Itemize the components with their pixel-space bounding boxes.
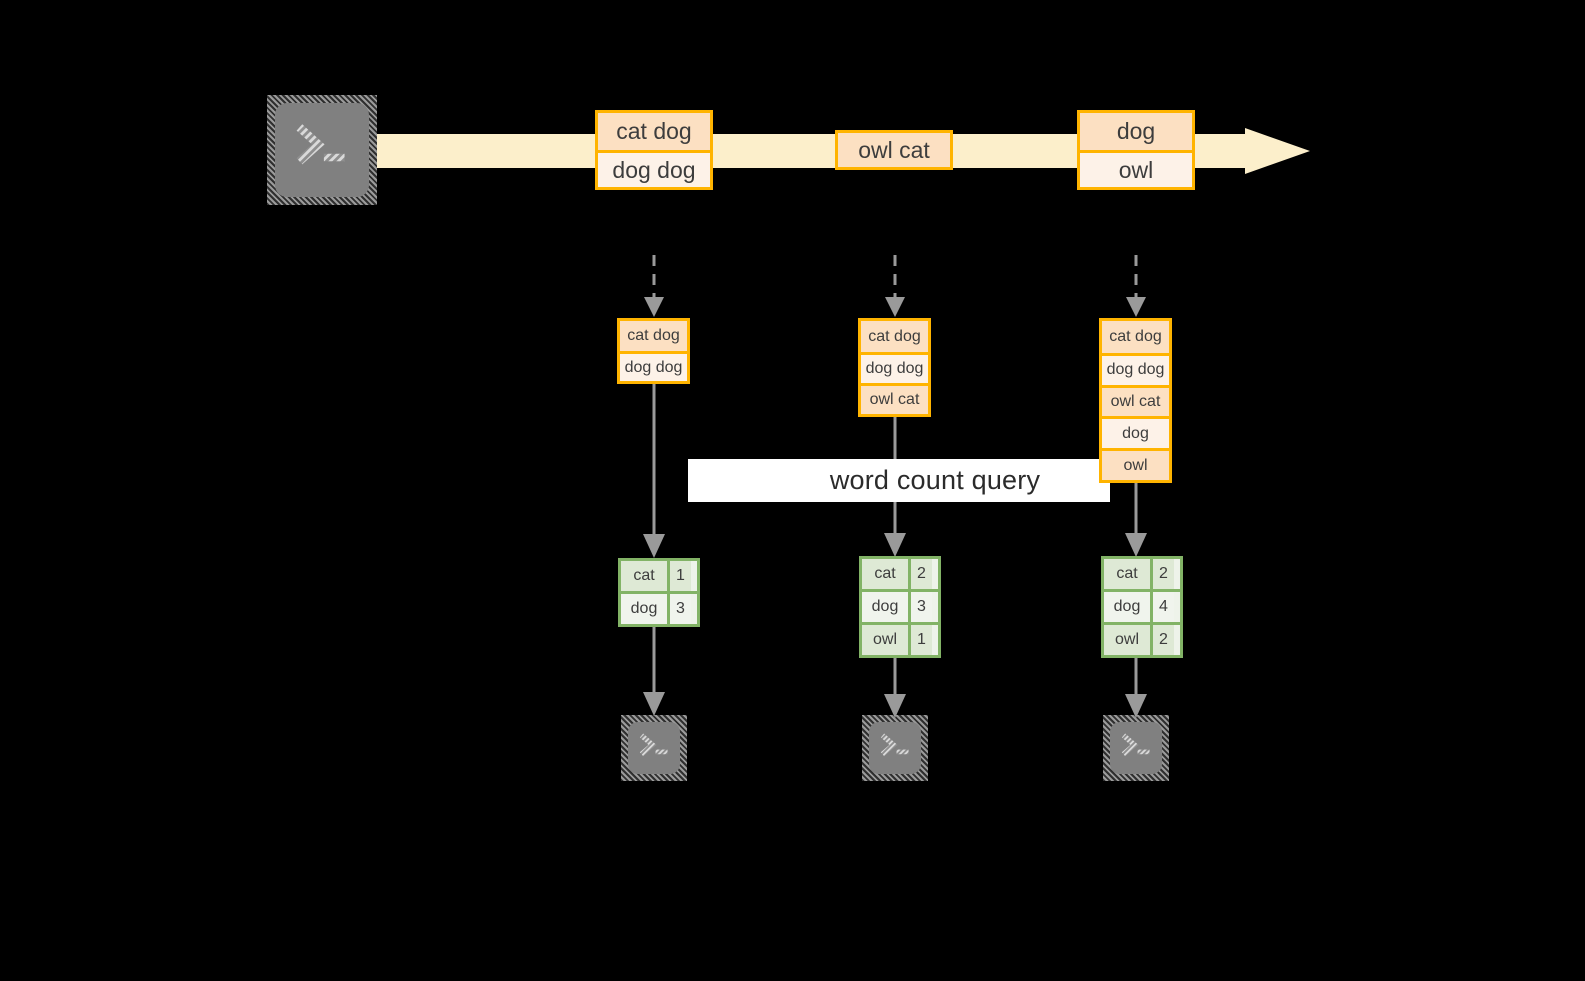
sink-terminal-icon-1[interactable] bbox=[621, 715, 687, 781]
word-cell: owl bbox=[862, 625, 908, 655]
prompt-glyph-icon bbox=[1110, 722, 1162, 774]
count-cell: 1 bbox=[667, 561, 691, 591]
count-cell: 2 bbox=[1150, 559, 1174, 589]
table-row: owl 1 bbox=[862, 622, 938, 655]
table-row: dog 3 bbox=[621, 591, 697, 624]
record-line: owl cat bbox=[1102, 384, 1169, 417]
query-label: word count query bbox=[829, 465, 1041, 495]
word-cell: dog bbox=[1104, 592, 1150, 622]
word-cell: cat bbox=[621, 561, 667, 591]
snapshot-trigger-arrow-1 bbox=[640, 255, 668, 321]
sink-arrow-3 bbox=[1122, 652, 1150, 720]
sink-terminal-icon-3[interactable] bbox=[1103, 715, 1169, 781]
table-row: dog 4 bbox=[1104, 589, 1180, 622]
table-row: cat 1 bbox=[621, 561, 697, 591]
query-arrow-3 bbox=[1122, 483, 1150, 559]
count-cell: 2 bbox=[1150, 625, 1174, 655]
snapshot-trigger-arrow-3 bbox=[1122, 255, 1150, 321]
word-cell: dog bbox=[621, 594, 667, 624]
record-line: owl cat bbox=[861, 383, 928, 414]
stream-record-3[interactable]: dog owl bbox=[1077, 110, 1195, 190]
prompt-glyph-icon bbox=[275, 103, 369, 197]
sink-arrow-1 bbox=[640, 622, 668, 718]
count-cell: 1 bbox=[908, 625, 932, 655]
word-cell: dog bbox=[862, 592, 908, 622]
record-line: owl cat bbox=[838, 133, 950, 167]
record-line: cat dog bbox=[598, 113, 710, 150]
snapshot-trigger-arrow-2 bbox=[881, 255, 909, 321]
snapshot-1-records[interactable]: cat dog dog dog bbox=[617, 318, 690, 384]
record-line: cat dog bbox=[1102, 321, 1169, 353]
query-arrow-1 bbox=[640, 384, 668, 560]
sink-arrow-2 bbox=[881, 652, 909, 720]
terminal-body bbox=[1110, 722, 1162, 774]
snapshot-3-records[interactable]: cat dog dog dog owl cat dog owl bbox=[1099, 318, 1172, 483]
record-line: dog bbox=[1102, 416, 1169, 449]
result-table-3[interactable]: cat 2 dog 4 owl 2 bbox=[1101, 556, 1183, 658]
prompt-glyph-icon bbox=[869, 722, 921, 774]
result-table-1[interactable]: cat 1 dog 3 bbox=[618, 558, 700, 627]
stream-record-2[interactable]: owl cat bbox=[835, 130, 953, 170]
sink-terminal-icon-2[interactable] bbox=[862, 715, 928, 781]
record-line: dog dog bbox=[1102, 352, 1169, 385]
word-cell: cat bbox=[1104, 559, 1150, 589]
record-line: owl bbox=[1102, 448, 1169, 480]
word-cell: owl bbox=[1104, 625, 1150, 655]
count-cell: 3 bbox=[667, 594, 691, 624]
count-cell: 2 bbox=[908, 559, 932, 589]
table-row: cat 2 bbox=[862, 559, 938, 589]
snapshot-2-records[interactable]: cat dog dog dog owl cat bbox=[858, 318, 931, 417]
table-row: owl 2 bbox=[1104, 622, 1180, 655]
result-table-2[interactable]: cat 2 dog 3 owl 1 bbox=[859, 556, 941, 658]
record-line: cat dog bbox=[620, 321, 687, 351]
source-terminal-icon[interactable] bbox=[267, 95, 377, 205]
word-cell: cat bbox=[862, 559, 908, 589]
terminal-body bbox=[628, 722, 680, 774]
record-line: owl bbox=[1080, 150, 1192, 187]
record-line: cat dog bbox=[861, 321, 928, 352]
prompt-glyph-icon bbox=[628, 722, 680, 774]
record-line: dog dog bbox=[620, 351, 687, 381]
terminal-body bbox=[869, 722, 921, 774]
count-cell: 4 bbox=[1150, 592, 1174, 622]
record-line: dog bbox=[1080, 113, 1192, 150]
terminal-body bbox=[275, 103, 369, 197]
count-cell: 3 bbox=[908, 592, 932, 622]
table-row: dog 3 bbox=[862, 589, 938, 622]
stream-record-1[interactable]: cat dog dog dog bbox=[595, 110, 713, 190]
table-row: cat 2 bbox=[1104, 559, 1180, 589]
query-label-band: word count query bbox=[688, 459, 1110, 502]
record-line: dog dog bbox=[861, 352, 928, 383]
record-line: dog dog bbox=[598, 150, 710, 187]
